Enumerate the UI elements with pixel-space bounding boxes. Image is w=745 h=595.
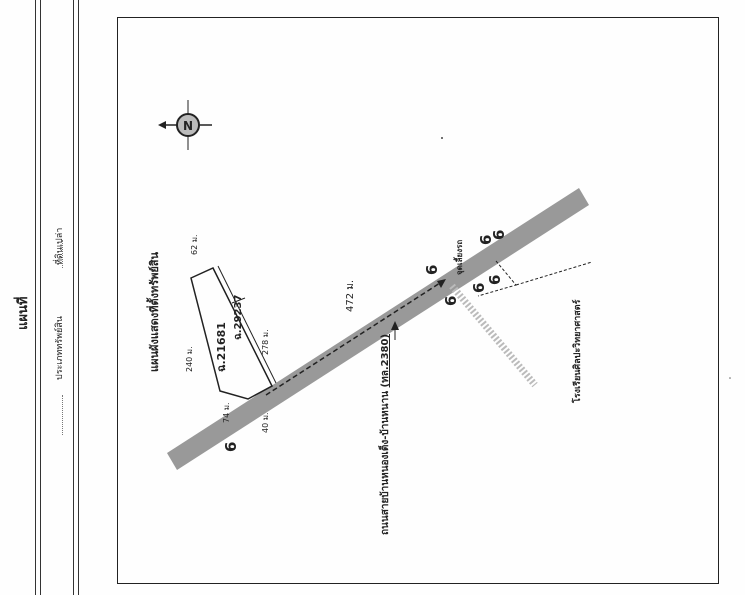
marker-glyph: 6: [486, 275, 504, 285]
dim-74: 74 ม.: [222, 402, 231, 423]
parcel-boundary: [217, 265, 277, 384]
dim-472: 472 ม.: [345, 280, 356, 312]
dim-278: 278 ม.: [261, 329, 270, 355]
school-boundary: [515, 261, 593, 286]
margin-rule: [40, 0, 41, 595]
map-title: แผนผังแสดงที่ตั้งทรัพย์สิน: [146, 251, 161, 372]
property-parcel: [190, 267, 273, 400]
junction-label: จุดเลี้ยงรถ: [453, 240, 465, 275]
marker-glyph: 6: [222, 442, 240, 452]
marker-glyph: 6: [470, 283, 488, 293]
marker-glyph: 6: [490, 230, 508, 240]
compass-icon: N: [158, 100, 212, 150]
road-label: ถนนสายบ้านหนองเต็ง-บ้านหนาน (ทล.2380): [377, 334, 391, 535]
margin-rule: [73, 0, 74, 595]
route-dashed: [265, 282, 441, 396]
plot-pointer: [231, 297, 246, 304]
margin-rule: [78, 0, 79, 595]
side-road: [449, 283, 538, 388]
map-frame: [117, 17, 719, 584]
dim-62: 62 ม.: [190, 234, 199, 255]
school-label: โรงเรียนศิลปะวิทยาศาสตร์: [571, 299, 583, 404]
parcel-divider: [212, 267, 273, 387]
route-arrow: [437, 279, 446, 288]
marker-glyph: 6: [423, 265, 441, 275]
margin-rule: [35, 0, 36, 595]
field-underline: [62, 240, 63, 268]
marker-glyph: 6: [477, 235, 495, 245]
dim-240: 240 ม.: [185, 346, 194, 372]
marker-glyph: 6: [442, 296, 460, 306]
plot-main-label: ฉ.21681: [215, 322, 228, 372]
compass-letter: N: [183, 119, 193, 133]
field-underline: [62, 395, 63, 435]
road-pointer-icon: [391, 321, 399, 330]
plot-adjacent-label: ฉ.29237: [233, 295, 244, 340]
dim-40: 40 ม.: [261, 412, 270, 433]
main-road: [167, 188, 589, 470]
